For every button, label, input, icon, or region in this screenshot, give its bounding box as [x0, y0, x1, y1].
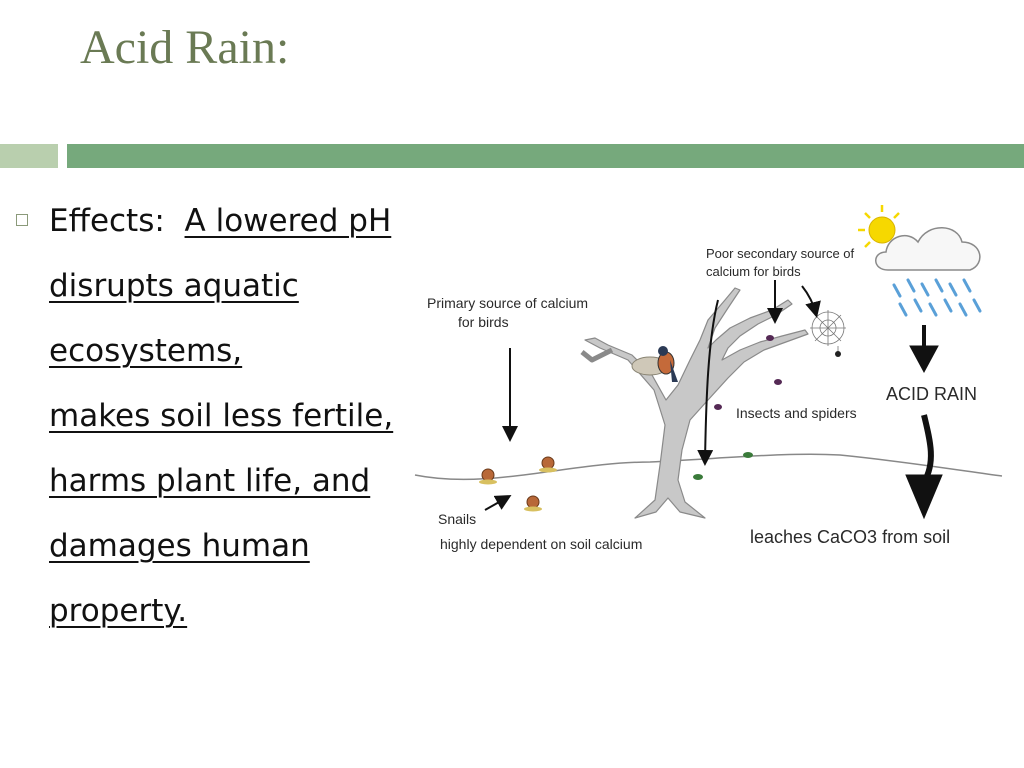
label-primary-source-1: Primary source of calcium [427, 295, 588, 311]
label-acid-rain: ACID RAIN [886, 384, 977, 404]
bullet-prefix: Effects: [49, 203, 165, 239]
label-secondary-source-1: Poor secondary source of [706, 246, 855, 261]
spider-web [810, 310, 846, 352]
bullet-line-1: Effects: A lowered pH [49, 196, 429, 261]
label-insects: Insects and spiders [736, 405, 857, 421]
accent-bar-left [0, 144, 58, 168]
bullet-line-4: makes soil less fertile, [49, 391, 429, 456]
pointer-arrows [484, 280, 821, 511]
bullet-line-2: disrupts aquatic [49, 261, 429, 326]
rain-drops [892, 278, 982, 317]
bullet-square-icon [16, 214, 28, 226]
snails-illustration [479, 456, 557, 512]
label-secondary-source-2: calcium for birds [706, 264, 801, 279]
effect-text-7: property. [49, 593, 188, 629]
label-primary-source-2: for birds [458, 314, 509, 330]
acid-rain-arrows [905, 325, 943, 520]
effect-text-4: makes soil less fertile, [49, 398, 394, 434]
label-leaches: leaches CaCO3 from soil [750, 527, 950, 547]
bullet-line-3: ecosystems, [49, 326, 429, 391]
ground-line [414, 453, 1003, 481]
acid-rain-diagram: Primary source of calcium for birds Poor… [414, 205, 1003, 552]
insects-illustration [714, 335, 782, 410]
label-snails: Snails [438, 511, 476, 527]
effect-text-6: damages human [49, 528, 310, 564]
bullet-content: Effects: A lowered pH disrupts aquatic e… [49, 196, 429, 651]
bullet-line-5: harms plant life, and [49, 456, 429, 521]
bullet-line-7: property. [49, 586, 429, 651]
sun-icon [858, 205, 900, 248]
bullet-line-6: damages human [49, 521, 429, 586]
effect-text-2: disrupts aquatic [49, 268, 299, 304]
cloud-icon [875, 227, 981, 271]
effect-text-3: ecosystems, [49, 333, 243, 369]
accent-bar-main [67, 144, 1024, 168]
slide-title: Acid Rain: [80, 21, 290, 74]
bird-illustration [657, 346, 678, 382]
label-snails-dependency: highly dependent on soil calcium [440, 536, 642, 552]
tree-illustration [580, 287, 809, 519]
effect-text-1: A lowered pH [184, 203, 392, 239]
effect-text-5: harms plant life, and [49, 463, 371, 499]
